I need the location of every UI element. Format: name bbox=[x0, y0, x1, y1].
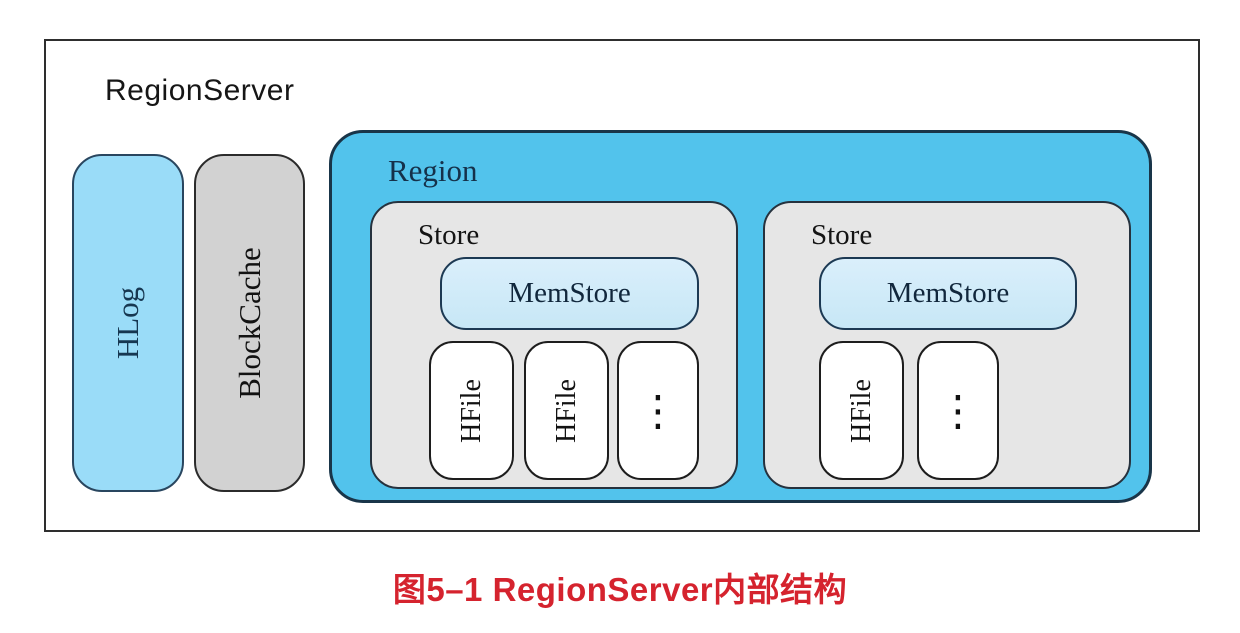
region-label: Region bbox=[388, 153, 478, 188]
memstore-box: MemStore bbox=[819, 257, 1077, 330]
memstore-box: MemStore bbox=[440, 257, 699, 330]
hfile-box: HFile bbox=[524, 341, 609, 480]
figure-caption: 图5–1 RegionServer内部结构 bbox=[392, 571, 848, 608]
hlog-label: HLog bbox=[109, 286, 145, 360]
blockcache-box: BlockCache bbox=[194, 154, 305, 492]
more-hfiles-box: ⋮ bbox=[917, 341, 999, 480]
memstore-label: MemStore bbox=[508, 277, 631, 309]
region-box: Region Store MemStore HFile HFile ⋮ Stor… bbox=[329, 130, 1152, 503]
more-hfiles-box: ⋮ bbox=[617, 341, 699, 480]
vertical-ellipsis: ⋮ bbox=[937, 385, 979, 435]
store-box-1: Store MemStore HFile HFile ⋮ bbox=[370, 201, 738, 489]
hfile-label: HFile bbox=[550, 378, 582, 443]
memstore-label: MemStore bbox=[886, 277, 1010, 309]
regionserver-box: RegionServer HLog BlockCache Region Stor… bbox=[44, 39, 1200, 532]
hfile-label: HFile bbox=[455, 378, 487, 443]
blockcache-label: BlockCache bbox=[231, 247, 267, 399]
store-label: Store bbox=[811, 219, 873, 251]
store-box-2: Store MemStore HFile ⋮ bbox=[763, 201, 1131, 489]
hfile-box: HFile bbox=[819, 341, 904, 480]
vertical-ellipsis: ⋮ bbox=[637, 385, 679, 435]
hlog-box: HLog bbox=[72, 154, 184, 492]
hfile-label: HFile bbox=[845, 378, 877, 443]
store-label: Store bbox=[418, 219, 480, 251]
regionserver-label: RegionServer bbox=[105, 74, 295, 107]
hfile-box: HFile bbox=[429, 341, 514, 480]
